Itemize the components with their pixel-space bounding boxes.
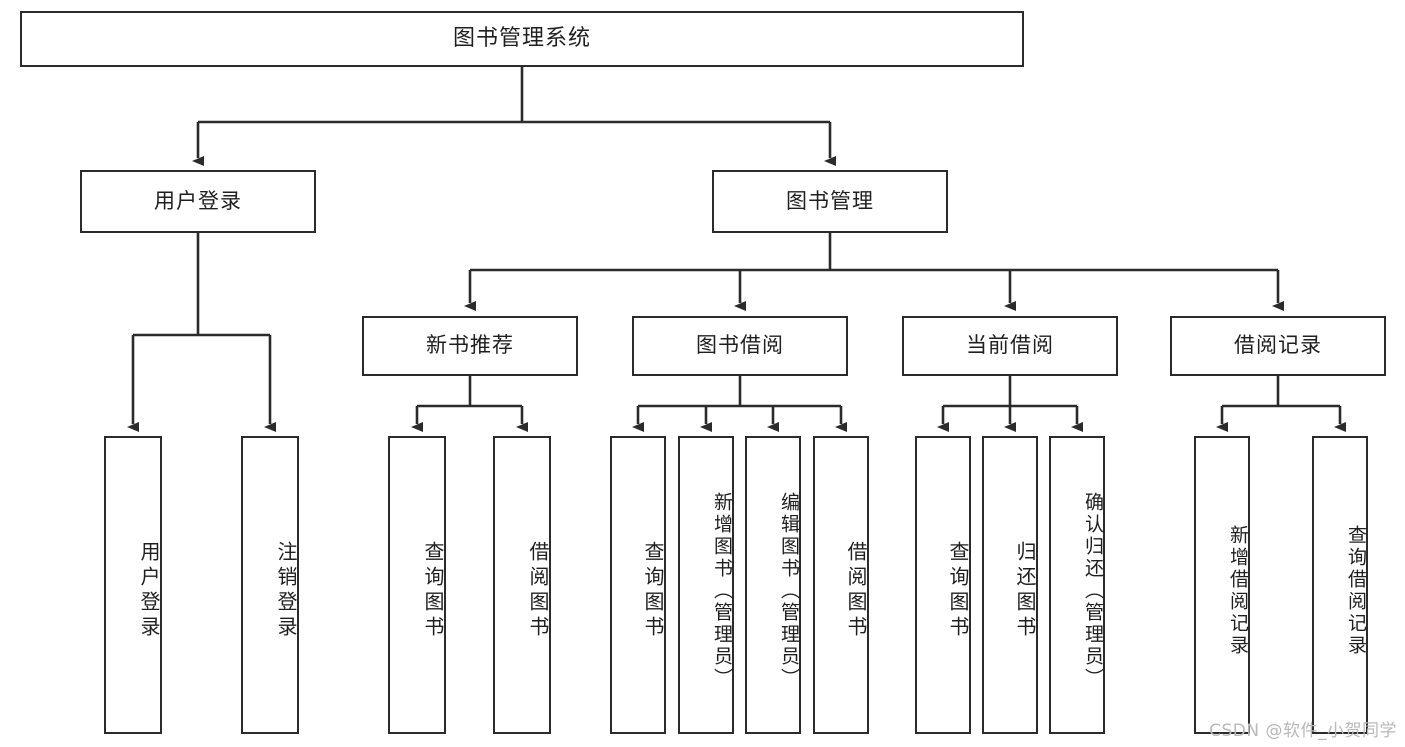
leaf-add-book-admin[interactable]: 新增图书（管理员） [678, 436, 734, 734]
leaf-query-book-current[interactable]: 查询图书 [915, 436, 971, 734]
leaf-return-book[interactable]: 归还图书 [982, 436, 1038, 734]
node-new-book-recommend[interactable]: 新书推荐 [362, 316, 578, 376]
leaf-edit-book-admin[interactable]: 编辑图书（管理员） [745, 436, 801, 734]
leaf-borrow-book-new[interactable]: 借阅图书 [493, 436, 551, 734]
node-book-borrow[interactable]: 图书借阅 [632, 316, 848, 376]
leaf-query-book-new[interactable]: 查询图书 [388, 436, 446, 734]
leaf-query-book-borrow[interactable]: 查询图书 [610, 436, 666, 734]
leaf-add-borrow-record[interactable]: 新增借阅记录 [1194, 436, 1250, 734]
leaf-user-logout[interactable]: 注销登录 [241, 436, 299, 734]
csdn-watermark: CSDN @软件_小贺同学 [1209, 721, 1397, 741]
leaf-confirm-return-admin[interactable]: 确认归还（管理员） [1049, 436, 1105, 734]
node-root-system[interactable]: 图书管理系统 [20, 11, 1024, 67]
node-borrow-record[interactable]: 借阅记录 [1170, 316, 1386, 376]
node-book-management[interactable]: 图书管理 [712, 170, 948, 233]
leaf-borrow-book[interactable]: 借阅图书 [813, 436, 869, 734]
leaf-user-login[interactable]: 用户登录 [104, 436, 162, 734]
node-current-borrow[interactable]: 当前借阅 [902, 316, 1118, 376]
node-user-login[interactable]: 用户登录 [80, 170, 316, 233]
leaf-query-borrow-record[interactable]: 查询借阅记录 [1312, 436, 1368, 734]
